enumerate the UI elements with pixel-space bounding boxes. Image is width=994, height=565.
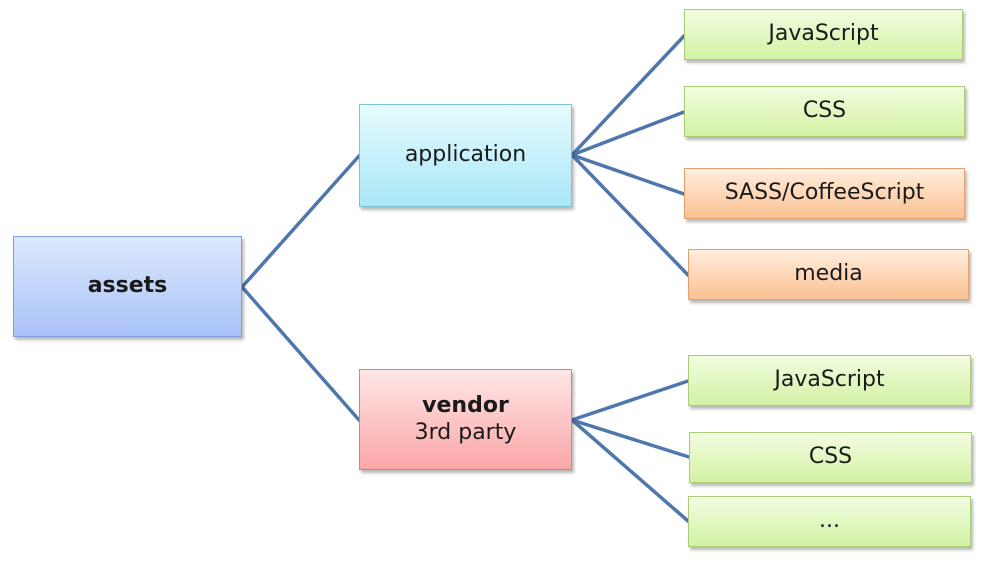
- leaf-label: CSS: [808, 444, 853, 470]
- leaf-label: CSS: [802, 98, 847, 124]
- node-application: application: [359, 104, 572, 207]
- leaf-label: media: [794, 261, 863, 287]
- node-assets-label: assets: [87, 273, 168, 299]
- node-application-media: media: [688, 249, 969, 300]
- node-vendor-css: CSS: [689, 432, 972, 483]
- connector-assets-vendor: [240, 285, 361, 422]
- node-application-label: application: [404, 142, 527, 168]
- node-vendor-javascript: JavaScript: [688, 355, 971, 406]
- node-vendor-more: ...: [688, 496, 971, 547]
- node-assets: assets: [13, 236, 242, 337]
- node-vendor-sublabel: 3rd party: [414, 419, 517, 445]
- node-vendor-label: vendor: [422, 393, 509, 419]
- node-application-sass-coffeescript: SASS/CoffeeScript: [684, 168, 965, 219]
- node-application-javascript: JavaScript: [684, 9, 963, 60]
- connector-vendor-more: [570, 418, 690, 523]
- node-application-css: CSS: [684, 86, 965, 137]
- leaf-label: ...: [819, 508, 840, 534]
- leaf-label: JavaScript: [774, 367, 885, 393]
- node-vendor: vendor 3rd party: [359, 369, 572, 470]
- connector-application-css: [570, 110, 686, 157]
- connector-assets-application: [240, 154, 361, 289]
- connector-application-javascript: [570, 34, 686, 157]
- connector-vendor-javascript: [570, 379, 690, 422]
- connector-vendor-css: [570, 418, 691, 459]
- leaf-label: SASS/CoffeeScript: [724, 180, 925, 206]
- connector-application-sass: [570, 153, 686, 196]
- connector-application-media: [570, 153, 690, 277]
- leaf-label: JavaScript: [768, 21, 879, 47]
